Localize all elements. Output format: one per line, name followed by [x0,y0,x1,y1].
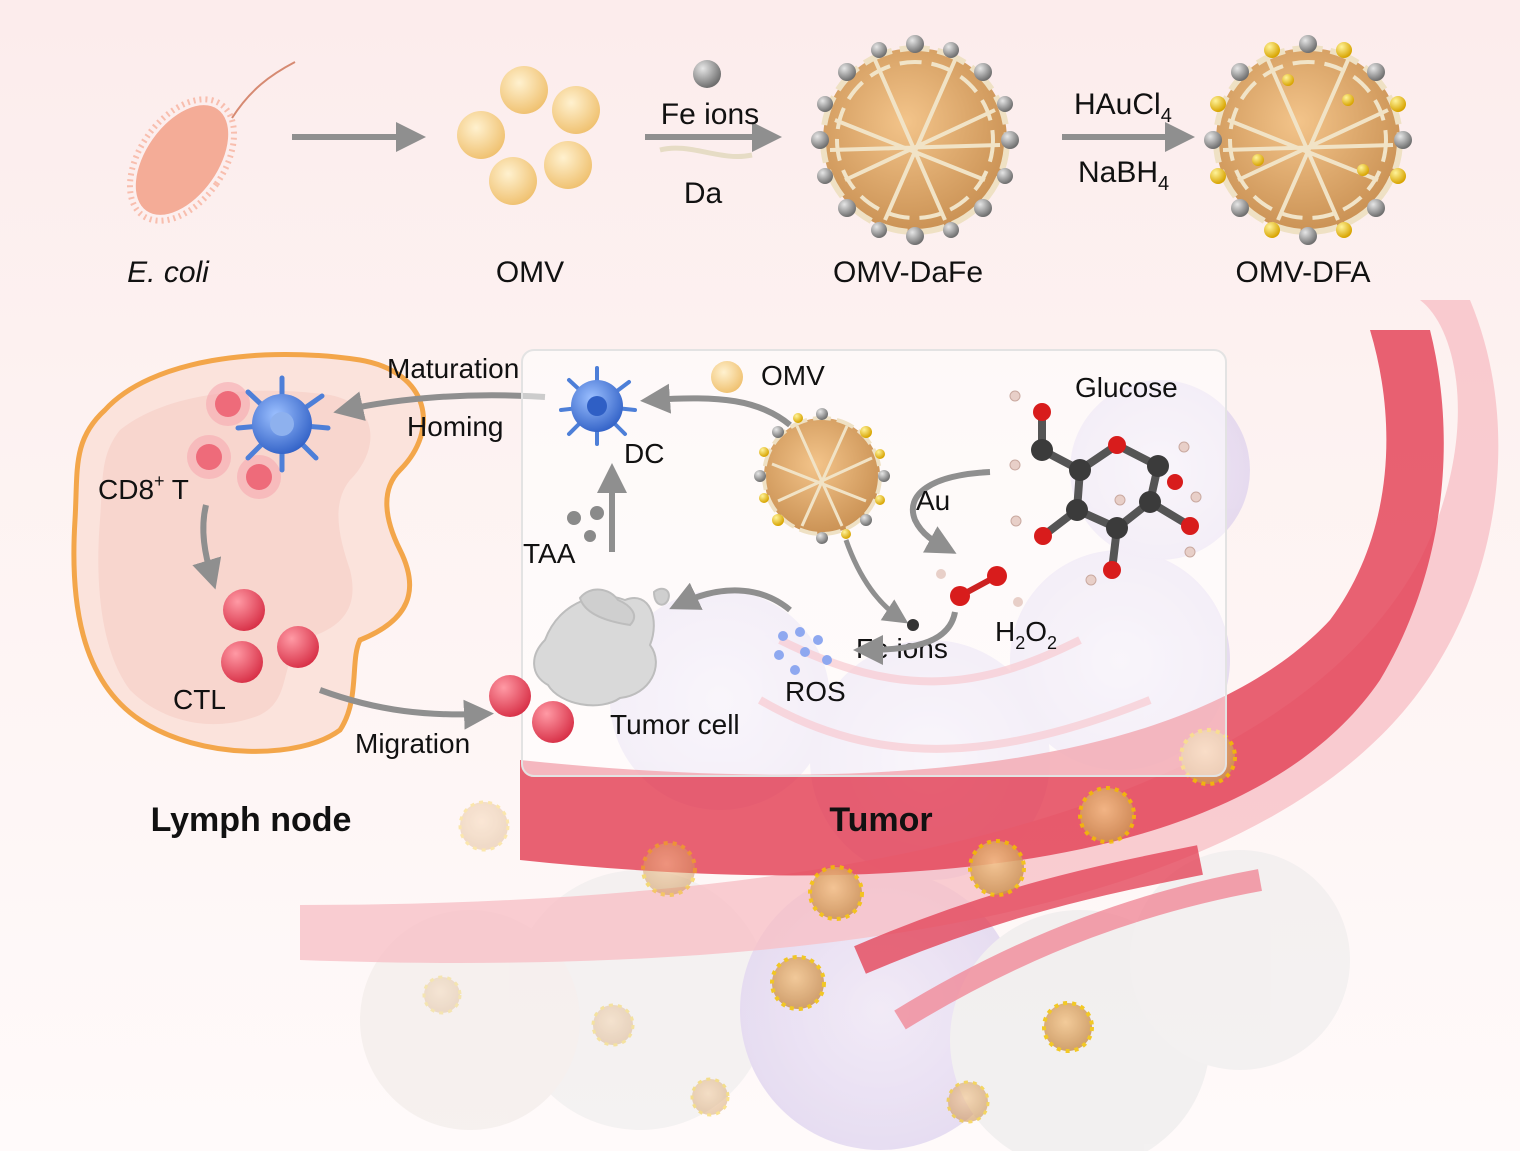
title-lymph-node: Lymph node [151,801,352,839]
arrow-glucose-to-h2o2 [910,469,991,554]
label-h2o2: H2O2 [995,616,1057,653]
label-ecoli: E. coli [127,256,210,289]
iron-ion-icon [693,60,721,88]
label-ctl: CTL [173,684,226,715]
dendritic-cell-icon [559,366,637,446]
arrow-ros-to-tumor [669,582,792,613]
label-maturation: Maturation [387,353,519,384]
h2o2-molecule-icon [936,566,1023,607]
arrow-to-ros [853,611,958,665]
arrow-cd8-to-ctl [192,504,222,590]
omv-dafe-particle [811,35,1019,245]
ctl-attacking [532,701,574,743]
synthesis-row: E. coli OMV Fe ions Da OMV-DaFe HAuCl4 N… [126,35,1412,289]
label-migration: Migration [355,728,470,759]
arrow-migration [318,687,494,730]
fe-ion-icon [907,619,919,631]
omv-dfa-tumor-particle [754,408,890,544]
label-da: Da [684,177,723,210]
label-nabh4: NaBH4 [1078,156,1169,195]
ros-icon [774,627,832,675]
label-taa: TAA [523,538,576,569]
label-dc: DC [624,438,664,469]
title-tumor: Tumor [829,801,932,839]
ecoli-icon [126,61,296,224]
ctl-cell [221,641,263,683]
label-au: Au [916,485,950,516]
ctl-attacking [489,675,531,717]
omv-legend-icon [711,361,743,393]
label-omv-dafe: OMV-DaFe [833,256,983,289]
label-cd8-t: CD8+ T [98,471,189,505]
glucose-molecule-icon [1009,390,1202,586]
arrow-homing [333,391,546,421]
lymph-node: CD8+ T CTL Lymph node [71,351,426,839]
label-omv-dfa: OMV-DFA [1235,256,1370,289]
label-homing: Homing [407,411,503,442]
dopamine-strand-icon [659,145,753,159]
ctl-cell [223,589,265,631]
label-omv-legend: OMV [761,360,825,391]
ctl-cell [277,626,319,668]
tumor-cell-icon [533,587,670,707]
node-dendritic-cell-icon [235,375,331,473]
label-fe-ions-top: Fe ions [661,98,759,131]
omv-dfa-particle [1204,35,1412,245]
tumor-microenvironment-panel: DC OMV TAA [489,349,1227,777]
label-haucl4: HAuCl4 [1074,88,1172,127]
label-omv: OMV [496,256,564,289]
label-ros: ROS [785,676,846,707]
label-glucose: Glucose [1075,372,1178,403]
omv-cluster [457,66,600,205]
taa-particles-icon [567,506,604,542]
arrow-to-dc [640,383,792,428]
arrow-fe-release [843,539,909,624]
label-tumor-cell: Tumor cell [610,709,740,740]
